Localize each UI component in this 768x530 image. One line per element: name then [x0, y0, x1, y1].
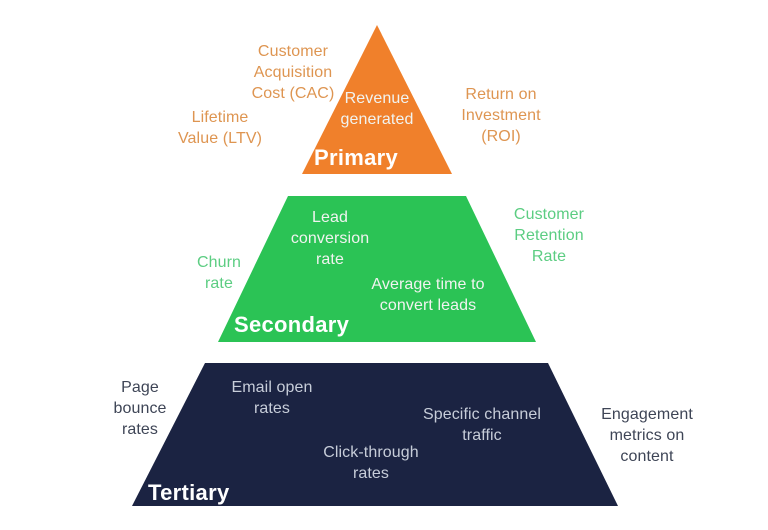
- metric-average-time-convert-leads: Average time to convert leads: [371, 276, 485, 314]
- metric-customer-retention-rate: Customer Retention Rate: [513, 206, 585, 265]
- secondary-trapezoid: [218, 196, 536, 342]
- primary-triangle: [302, 25, 452, 174]
- metric-email-open-rates: Email open rates: [231, 379, 313, 417]
- metric-lead-conversion-rate: Lead conversion rate: [290, 209, 370, 268]
- tier-title-tertiary: Tertiary: [148, 480, 230, 505]
- metric-customer-acquisition-cost: Customer Acquisition Cost (CAC): [251, 43, 335, 102]
- metric-engagement-metrics-content: Engagement metrics on content: [601, 406, 693, 465]
- metric-click-through-rates: Click-through rates: [323, 444, 419, 482]
- metric-return-on-investment: Return on Investment (ROI): [461, 86, 541, 145]
- metric-lifetime-value: Lifetime Value (LTV): [177, 109, 263, 147]
- metric-revenue-generated: Revenue generated: [340, 90, 414, 128]
- metric-churn-rate: Churn rate: [196, 254, 242, 292]
- tier-title-primary: Primary: [314, 145, 399, 170]
- tertiary-trapezoid: [132, 363, 618, 506]
- metric-page-bounce-rates: Page bounce rates: [113, 379, 167, 438]
- tier-title-secondary: Secondary: [234, 312, 350, 337]
- metric-specific-channel-traffic: Specific channel traffic: [422, 406, 542, 444]
